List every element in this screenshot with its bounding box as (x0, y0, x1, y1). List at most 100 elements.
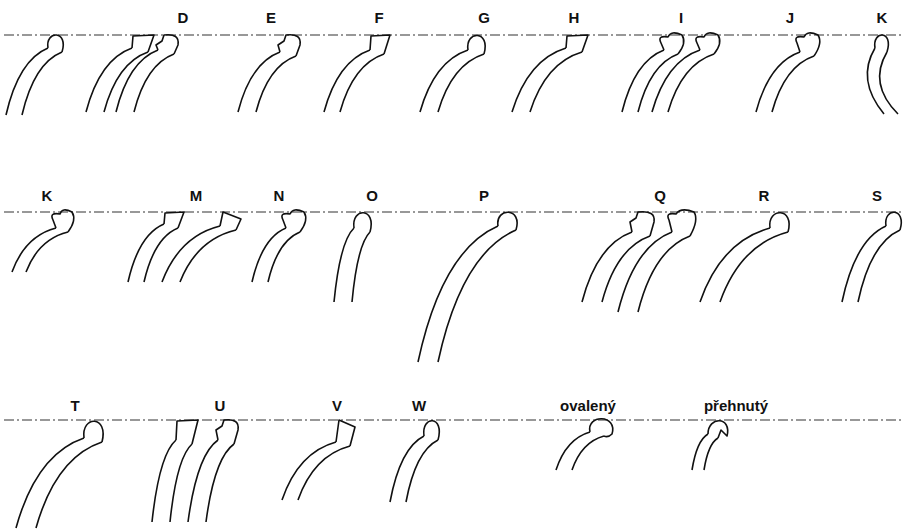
shape-letter: H (569, 10, 580, 25)
tooth-outline (420, 35, 485, 112)
tooth-head (708, 421, 728, 438)
tooth-outline (756, 33, 820, 112)
stalk-line (340, 54, 384, 112)
tooth-outline (334, 213, 371, 302)
stalk-line (162, 226, 220, 282)
stalk-line (406, 440, 438, 502)
stalk-line (602, 236, 650, 302)
stalk-line (622, 50, 664, 112)
stalk-line (36, 442, 102, 528)
stalk-line (324, 50, 370, 112)
shape-letter: D (178, 10, 189, 25)
tooth-head (875, 35, 889, 52)
stalk-line (352, 232, 370, 302)
stalk-line (556, 432, 590, 470)
stalk-line (858, 230, 900, 302)
stalk-line (152, 440, 176, 522)
stalk-line (618, 232, 672, 312)
tooth-head (424, 421, 440, 440)
tooth-outline (618, 210, 696, 312)
tooth-head (132, 35, 154, 52)
tooth-outline (282, 420, 355, 500)
tooth-outline (652, 33, 720, 112)
stalk-line (668, 54, 714, 112)
tooth-head (660, 33, 684, 54)
stalk-line (256, 56, 296, 112)
stalk-line (867, 48, 884, 114)
shape-letter: N (274, 188, 285, 203)
stalk-line (700, 228, 770, 302)
stalk-line (268, 232, 300, 282)
stalk-line (180, 230, 236, 282)
tooth-outline (324, 35, 390, 112)
stalk-line (638, 236, 690, 312)
shape-letter: M (190, 188, 203, 203)
shape-letter: F (374, 10, 383, 25)
stalk-line (86, 48, 132, 112)
stalk-line (420, 50, 468, 112)
tooth-head (590, 419, 613, 437)
tooth-head (52, 210, 74, 232)
tooth-head (566, 35, 588, 52)
stalk-line (298, 446, 350, 500)
stalk-line (772, 56, 814, 112)
stalk-line (16, 438, 84, 528)
stalk-line (144, 228, 178, 282)
shape-letter: Q (654, 188, 666, 203)
shape-letter: U (215, 398, 226, 413)
tooth-outline (116, 35, 178, 112)
tooth-head (336, 420, 355, 446)
stalk-line (530, 52, 582, 112)
tooth-head (220, 212, 241, 230)
stalk-line (638, 54, 678, 112)
stalk-line (720, 232, 788, 302)
tooth-head (354, 213, 371, 232)
tooth-outline (252, 210, 306, 282)
reference-line (4, 211, 903, 212)
shape-letter: K (877, 10, 888, 25)
stalk-line (418, 226, 498, 362)
stalk-line (26, 232, 68, 272)
tooth-outline (418, 212, 517, 362)
tooth-head (770, 213, 789, 232)
tooth-outline (6, 35, 63, 115)
tooth-outline (12, 210, 74, 272)
shape-letter: P (479, 188, 489, 203)
stalk-line (756, 52, 800, 112)
stalk-line (252, 228, 286, 282)
tooth-outline (162, 212, 241, 282)
tooth-head (176, 420, 198, 444)
tooth-head (468, 35, 485, 54)
tooth-head (668, 210, 696, 236)
tooth-head (84, 421, 103, 442)
stalk-line (652, 50, 700, 112)
tooth-outline (622, 33, 684, 112)
stalk-line (438, 54, 484, 112)
stalk-line (438, 230, 516, 362)
stalk-line (6, 48, 48, 115)
stalk-line (12, 228, 56, 272)
tooth-head (278, 35, 300, 56)
tooth-outline (390, 421, 439, 502)
shape-letter: T (70, 398, 79, 413)
tooth-head (630, 212, 654, 236)
stalk-line (390, 436, 424, 502)
tooth-outline (128, 212, 184, 282)
tooth-head (48, 35, 64, 52)
shape-letter: E (266, 10, 276, 25)
shape-letter: W (412, 398, 426, 413)
tooth-outline (842, 212, 901, 302)
tooth-head (216, 420, 238, 444)
stalk-line (134, 54, 174, 112)
stalk-line (282, 442, 336, 500)
stalk-line (880, 52, 898, 114)
tooth-head (282, 210, 306, 232)
shape-letter: K (42, 188, 53, 203)
stalk-line (206, 444, 234, 522)
tooth-outline (16, 421, 103, 528)
stalk-line (842, 226, 886, 302)
tooth-head (164, 212, 184, 228)
tooth-outline (556, 419, 613, 470)
